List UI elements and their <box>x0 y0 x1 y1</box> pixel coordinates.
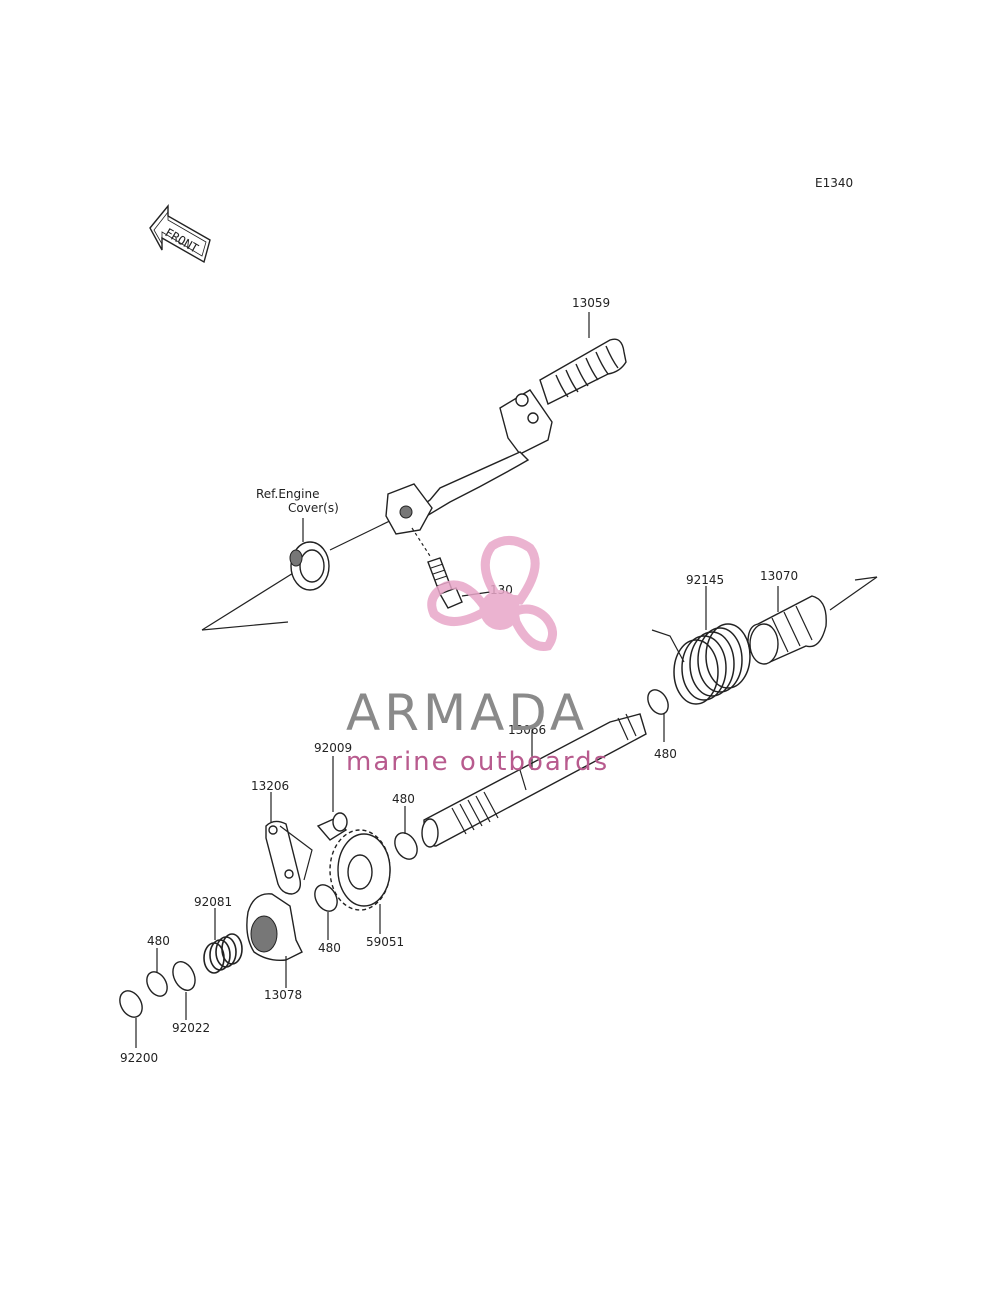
label-92009: 92009 <box>314 741 352 755</box>
label-13066: 13066 <box>508 723 546 737</box>
spring-guide-13070 <box>747 586 827 665</box>
diagram-code: E1340 <box>815 176 853 190</box>
label-92081: 92081 <box>194 895 232 909</box>
axis-lines <box>201 515 878 631</box>
kick-shaft-13066 <box>421 713 647 848</box>
stopper-plate-13206 <box>265 792 313 895</box>
circlip-480-c <box>314 884 338 940</box>
kick-gear-59051 <box>329 829 391 934</box>
spring-92081 <box>203 908 243 974</box>
label-ref-engine: Ref.Engine <box>256 487 319 501</box>
return-spring-92145 <box>651 586 751 705</box>
label-92022: 92022 <box>172 1021 210 1035</box>
label-92200: 92200 <box>120 1051 158 1065</box>
label-13070: 13070 <box>760 569 798 583</box>
label-480-a: 480 <box>654 747 677 761</box>
circlip-480-d <box>146 948 168 997</box>
washer-92200 <box>119 990 143 1048</box>
front-arrow-icon: FRONT <box>149 204 211 264</box>
label-480-c: 480 <box>318 941 341 955</box>
watermark-tagline: marine outboards <box>346 747 609 777</box>
label-13059: 13059 <box>572 296 610 310</box>
watermark-brand: ARMADA <box>346 684 588 742</box>
label-cover: Cover(s) <box>288 501 339 515</box>
propeller-logo-icon <box>427 536 557 651</box>
circlip-480-a <box>647 689 669 742</box>
label-13206: 13206 <box>251 779 289 793</box>
kick-pedal <box>385 338 627 535</box>
label-480-b: 480 <box>392 792 415 806</box>
engine-cover-seal <box>289 518 330 591</box>
label-13078: 13078 <box>264 988 302 1002</box>
washer-92022 <box>172 961 196 1020</box>
label-92145: 92145 <box>686 573 724 587</box>
circlip-480-b <box>394 806 418 860</box>
label-480-d: 480 <box>147 934 170 948</box>
ratchet-13078 <box>246 893 303 988</box>
bolt-92009 <box>316 756 348 841</box>
label-59051: 59051 <box>366 935 404 949</box>
